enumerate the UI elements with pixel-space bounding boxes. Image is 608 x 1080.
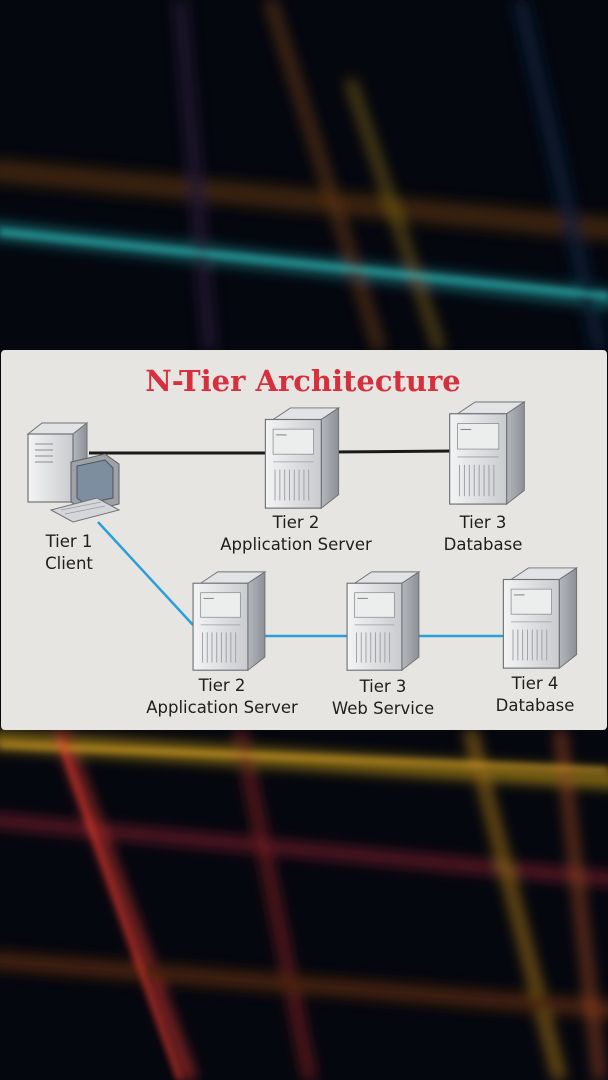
node-label-database-bottom: Tier 4 Database [480,673,590,717]
node-label-web-service: Tier 3 Web Service [318,676,448,720]
tier-label: Tier 2 [272,513,320,532]
server-tower-icon [346,571,420,671]
tier-label: Tier 3 [459,513,507,532]
server-tower-icon [449,401,525,505]
tier-label: Tier 4 [511,674,559,693]
tier-label: Tier 2 [198,676,246,695]
diagram-canvas [26,401,578,671]
role-label: Web Service [331,699,435,718]
diagram-card [1,350,607,730]
server-tower-icon [264,407,340,509]
role-label: Application Server [220,535,372,554]
node-label-app-server-bottom: Tier 2 Application Server [132,675,312,719]
role-label: Database [495,696,575,715]
role-label: Application Server [146,698,298,717]
server-tower-icon [502,567,578,669]
role-label: Client [45,554,93,573]
role-label: Database [443,535,523,554]
edge-app-server-top-to-database-top [330,449,454,454]
node-label-app-server-top: Tier 2 Application Server [206,512,386,556]
diagram-title: N-Tier Architecture [145,364,461,398]
desktop-computer-icon [26,421,121,523]
node-label-client: Tier 1 Client [29,531,109,575]
server-tower-icon [192,571,266,671]
edge-client-to-app-server-bottom [97,521,194,626]
tier-label: Tier 1 [45,532,93,551]
tier-label: Tier 3 [359,677,407,696]
node-label-database-top: Tier 3 Database [428,512,538,556]
